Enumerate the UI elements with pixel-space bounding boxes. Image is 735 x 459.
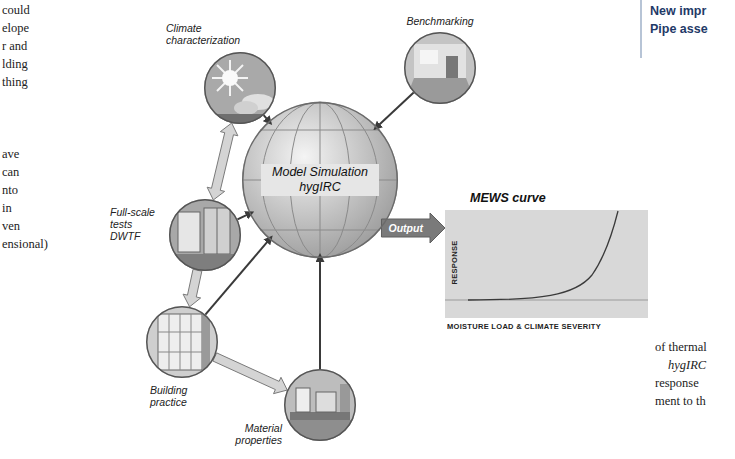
input-circle: Full-scale tests DWTF: [169, 199, 241, 271]
illustration-shape: [158, 332, 202, 333]
illustration-shape: [284, 369, 356, 441]
illustration-shape: [296, 388, 310, 412]
illustration-shape: [420, 50, 438, 64]
text-fragment: Pipe asse: [650, 22, 708, 36]
illustration-shape: [202, 314, 210, 370]
model-globe: Model Simulation hygIRC: [242, 102, 398, 258]
input-arrow: [377, 93, 414, 127]
circle-outline: [146, 306, 218, 378]
text-fragment: response: [655, 376, 699, 391]
mews-chart: MEWS curveRESPONSEMOISTURE LOAD & CLIMAT…: [445, 210, 648, 318]
benchmarking-photo: [404, 32, 476, 104]
text-fragment: r and: [2, 39, 27, 54]
illustration-shape: [158, 314, 202, 370]
illustration-shape: [260, 230, 380, 231]
text-fragment: thing: [2, 75, 28, 90]
illustration-shape: [242, 102, 398, 258]
text-fragment: ven: [2, 219, 20, 234]
circle-outline: [405, 33, 476, 104]
input-circle: Building practice: [146, 306, 218, 378]
illustration-shape: [212, 60, 248, 96]
text-fragment: in: [2, 201, 12, 216]
circle-outline: [147, 307, 218, 378]
input-arrow: [264, 115, 269, 121]
text-fragment: elope: [2, 21, 29, 36]
node-label: Climate characterization: [166, 22, 258, 46]
circle-outline: [205, 53, 276, 124]
column-rule: [640, 0, 642, 58]
circle-outline: [243, 103, 398, 258]
illustration-shape: [404, 32, 476, 104]
illustration-shape: [180, 314, 181, 370]
circle-outline: [169, 199, 241, 271]
illustration-shape: [169, 314, 170, 370]
circle-outline: [170, 200, 241, 271]
wall-section-photo: [146, 306, 218, 378]
text-fragment: ment to th: [655, 394, 706, 409]
illustration-shape: [262, 102, 378, 258]
text-fragment: lding: [2, 57, 28, 72]
node-label: Building practice: [150, 384, 216, 408]
illustration-shape: [146, 306, 218, 378]
mews-chart-plot: [445, 210, 648, 318]
text-fragment: ensional): [2, 237, 48, 252]
input-circle: Material properties: [284, 369, 356, 441]
node-label: Full-scale tests DWTF: [110, 206, 160, 242]
hollow-arrow: [213, 353, 287, 394]
illustration-shape: [290, 412, 350, 420]
laboratory-photo: [284, 369, 356, 441]
node-label: Model Simulation hygIRC: [261, 164, 379, 196]
text-fragment: New impr: [650, 4, 706, 18]
globe-illustration: [242, 102, 398, 258]
illustration-shape: [242, 102, 398, 258]
input-arrow: [319, 258, 321, 369]
illustration-shape: [414, 44, 466, 78]
illustration-shape: [404, 78, 476, 104]
node-label: Material properties: [228, 422, 282, 446]
illustration-shape: [468, 211, 618, 300]
illustration-shape: [446, 56, 458, 78]
input-circle: Benchmarking: [404, 32, 476, 104]
illustration-shape: [222, 70, 238, 86]
circle-outline: [285, 370, 356, 441]
output-arrow: [381, 213, 445, 243]
illustration-shape: [234, 101, 258, 115]
climate-photo: [204, 52, 276, 124]
circle-outline: [404, 32, 476, 104]
illustration-shape: [260, 130, 380, 131]
illustration-shape: [191, 314, 192, 370]
input-circle: Climate characterization: [204, 52, 276, 124]
node-label: MEWS curve: [470, 191, 546, 205]
illustration-shape: [158, 314, 202, 370]
circle-outline: [284, 369, 356, 441]
hollow-arrow: [207, 123, 238, 200]
text-fragment: can: [2, 165, 19, 180]
illustration-shape: [316, 392, 336, 412]
test-facility-photo: [169, 199, 241, 274]
illustration-shape: [204, 208, 230, 254]
text-fragment: nto: [2, 183, 18, 198]
illustration-shape: [178, 212, 200, 252]
connector-label: Output: [387, 222, 425, 234]
text-fragment: ave: [2, 147, 19, 162]
illustration-shape: [445, 210, 648, 318]
hollow-arrow: [183, 269, 202, 307]
illustration-shape: [169, 254, 241, 274]
node-label: Benchmarking: [395, 15, 485, 27]
illustration-shape: [340, 384, 350, 412]
text-fragment: could: [2, 3, 30, 18]
illustration-shape: [158, 352, 202, 353]
axis-label: MOISTURE LOAD & CLIMATE SEVERITY: [447, 322, 601, 331]
text-fragment: of thermal: [655, 340, 707, 355]
circle-outline: [204, 52, 276, 124]
illustration-shape: [204, 52, 276, 124]
text-fragment: hygIRC: [668, 358, 706, 373]
axis-label: RESPONSE: [450, 240, 459, 284]
input-arrow: [237, 214, 249, 220]
illustration-shape: [217, 208, 218, 254]
